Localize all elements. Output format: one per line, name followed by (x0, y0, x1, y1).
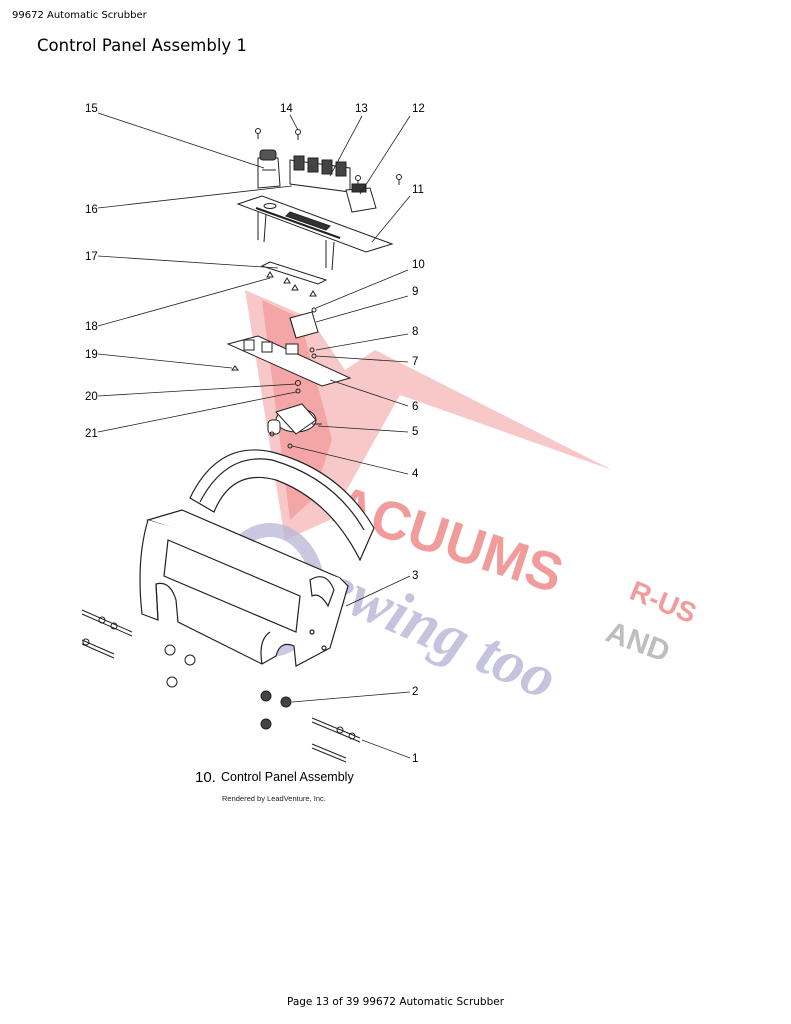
housing-part (139, 449, 375, 667)
callout-label: 10 (412, 259, 425, 271)
relay-part (289, 311, 319, 339)
panel-plate-part (236, 195, 394, 271)
page-title: Control Panel Assembly 1 (37, 36, 247, 55)
long-bolt-part (311, 717, 361, 763)
switch-bank-part (289, 155, 351, 193)
callout-label: 3 (412, 570, 418, 582)
callout-label: 21 (85, 428, 98, 440)
callout-label: 6 (412, 401, 418, 413)
render-credit: Rendered by LeadVenture, Inc. (222, 794, 326, 803)
callout-label: 15 (85, 103, 98, 115)
callout-label: 13 (355, 103, 368, 115)
callout-label: 19 (85, 349, 98, 361)
callout-label: 16 (85, 204, 98, 216)
washer-part (295, 380, 301, 394)
watermark-rus-text: R-US (626, 575, 701, 629)
callout-label: 9 (412, 286, 418, 298)
connector-part (345, 183, 377, 213)
document-header: 99672 Automatic Scrubber (12, 10, 147, 21)
callout-label: 12 (412, 103, 425, 115)
grommet-part (164, 644, 196, 688)
gasket-part (260, 261, 328, 285)
callout-label: 2 (412, 686, 418, 698)
key-switch-part (257, 149, 281, 189)
callout-label: 18 (85, 321, 98, 333)
callout-label: 17 (85, 251, 98, 263)
leader-lines (97, 112, 411, 759)
callout-label: 5 (412, 426, 418, 438)
circuit-board-part (226, 335, 352, 387)
figure-number: 10. (195, 769, 216, 786)
callout-label: 11 (412, 184, 424, 196)
watermark-v-shape (245, 290, 612, 540)
watermark-and-text: AND (602, 616, 674, 669)
figure-caption: Control Panel Assembly (221, 770, 354, 784)
callout-label: 20 (85, 391, 98, 403)
callout-label: 8 (412, 326, 418, 338)
callout-labels: 15 14 13 12 16 11 17 10 9 18 8 19 7 20 6… (85, 103, 425, 765)
bolt-part (81, 609, 133, 659)
screw-part (255, 128, 402, 186)
callout-label: 7 (412, 356, 418, 368)
page-footer: Page 13 of 39 99672 Automatic Scrubber (286, 996, 505, 1008)
flange-nut-part (260, 690, 292, 730)
nut-part (266, 271, 317, 313)
callout-label: 4 (412, 468, 419, 480)
pump-part (267, 403, 322, 449)
parts-drawing (81, 128, 402, 763)
callout-label: 1 (412, 753, 418, 765)
callout-label: 14 (280, 103, 293, 115)
